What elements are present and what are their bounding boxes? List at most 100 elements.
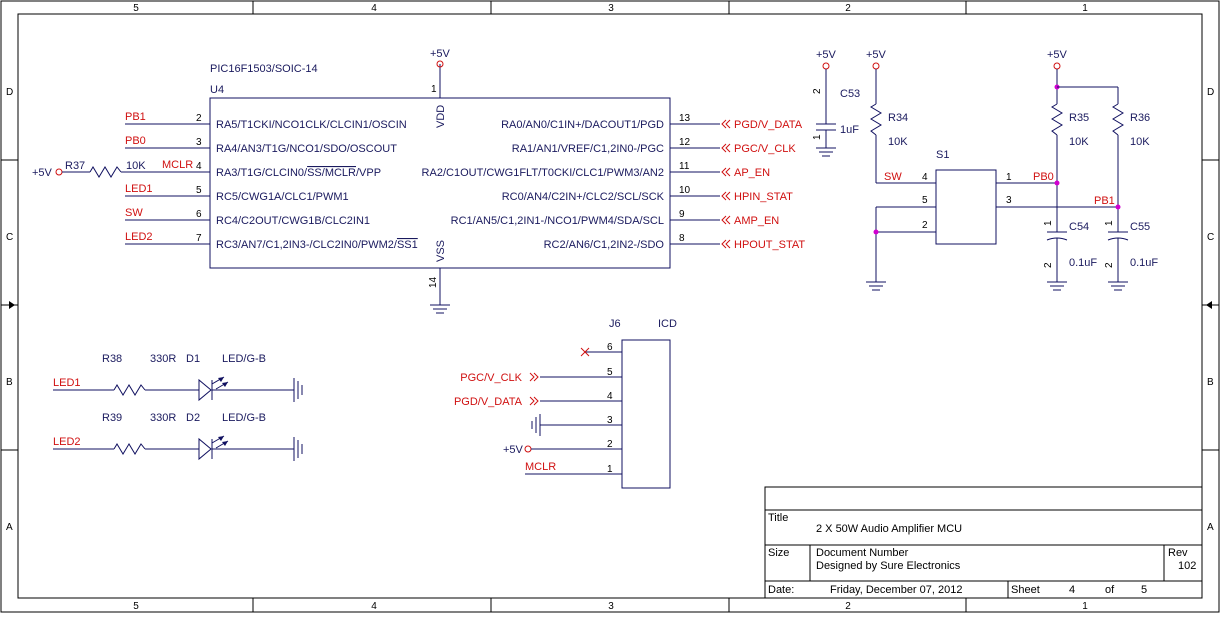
u4-pin-12-name: RA1/AN1/VREF/C1,2IN0-/PGC (512, 143, 664, 155)
net-label-mclr-left: MCLR (162, 159, 193, 171)
row-label-left-d: D (6, 87, 13, 98)
col-label-top-2: 2 (845, 3, 851, 14)
c53-ground-icon (816, 147, 836, 157)
u4-ref: U4 (210, 84, 224, 96)
pb0-junction-dot (1054, 180, 1060, 186)
u4-pin-3-name: RA4/AN3/T1G/NCO1/SDO/OSCOUT (216, 143, 397, 155)
s1-switch: S1 4 5 2 1 3 PB0 PB1 (866, 149, 1118, 291)
c55-pin-1: 1 (1104, 220, 1115, 226)
net-label-ap-en: AP_EN (734, 167, 770, 179)
r34-ref: R34 (888, 112, 908, 124)
r34-resistor: +5V R34 10K SW (866, 49, 936, 184)
u4-pin-13-number: 13 (679, 113, 691, 124)
s1-pin-3: 3 (1006, 195, 1012, 206)
row-label-right-b: B (1207, 377, 1214, 388)
u4-pin-2-name: RA5/T1CKI/NCO1CLK/CLCIN1/OSCIN (216, 119, 407, 131)
j6-net-mclr: MCLR (525, 461, 556, 473)
col-label-top-3: 3 (608, 3, 614, 14)
c54-pin-2: 2 (1043, 262, 1054, 268)
j6-power-symbol (524, 445, 532, 453)
u4-microcontroller: PIC16F1503/SOIC-14 U4 +5V 1 VDD 14 VSS P… (32, 48, 806, 314)
col-label-top-5: 5 (133, 3, 139, 14)
u4-vdd-label: VDD (435, 105, 447, 128)
date-value: Friday, December 07, 2012 (830, 584, 962, 596)
j6-net-pgc-v-clk: PGC/V_CLK (460, 372, 522, 384)
net-label-pgc-v-clk: PGC/V_CLK (734, 143, 796, 155)
u4-pin-11-name: RA2/C1OUT/CWG1FLT/T0CKI/CLC1/PWM3/AN2 (422, 167, 664, 179)
net-label-pb1-left: PB1 (125, 111, 146, 123)
c54-pin-1: 1 (1043, 220, 1054, 226)
rev-value: 102 (1178, 560, 1196, 572)
u4-vss-pin-number: 14 (428, 276, 439, 288)
row-labels: D C B A D C B A (6, 87, 1214, 533)
u4-pin-9-name: RC1/AN5/C1,2IN1-/NCO1/PWM4/SDA/SCL (451, 215, 664, 227)
c54-ref: C54 (1069, 221, 1089, 233)
u4-right-pins: 13 RA0/AN0/C1IN+/DACOUT1/PGD PGD/V_DATA … (422, 113, 806, 251)
u4-pin-4-name-overbar: SS/MCLR (307, 167, 356, 179)
u4-pin-7-number: 7 (196, 233, 202, 244)
c53-ref: C53 (840, 88, 860, 100)
j6-net-pgd-v-data: PGD/V_DATA (454, 396, 523, 408)
j6-pin-5: 5 (607, 367, 613, 378)
r37-resistor: +5V R37 10K (32, 160, 146, 179)
drawing-title: 2 X 50W Audio Amplifier MCU (816, 523, 962, 535)
col-label-top-4: 4 (371, 3, 377, 14)
u4-pin-13-name: RA0/AN0/C1IN+/DACOUT1/PGD (501, 119, 664, 131)
c55-pin-2: 2 (1104, 262, 1115, 268)
row-label-right-d: D (1207, 87, 1214, 98)
r35-value: 10K (1069, 136, 1089, 148)
date-label: Date: (768, 584, 794, 596)
u4-pin-6-number: 6 (196, 209, 202, 220)
col-label-bottom-2: 2 (845, 601, 851, 612)
u4-pin-6-name: RC4/C2OUT/CWG1B/CLC2IN1 (216, 215, 370, 227)
u4-body (209, 97, 671, 269)
d1-value: LED/G-B (222, 353, 266, 365)
row-label-right-c: C (1207, 232, 1214, 243)
led2-ground-icon (293, 437, 303, 461)
s1-body (935, 169, 997, 245)
c54-capacitor: 1 2 C54 0.1uF (1043, 220, 1097, 291)
column-labels: 5 4 3 2 1 5 4 3 2 1 (133, 3, 1088, 612)
u4-pin-5-number: 5 (196, 185, 202, 196)
u4-pin-7-name-overbar: SS1 (397, 239, 418, 251)
j6-icd-connector: J6 ICD 6 PGC/V_CLK 5 PGD/V_DATA 4 3 +5V (454, 318, 677, 489)
title-label: Title (768, 512, 788, 524)
net-label-led2-indicator: LED2 (53, 436, 81, 448)
j6-value: ICD (658, 318, 677, 330)
net-label-led1-indicator: LED1 (53, 377, 81, 389)
c55-value: 0.1uF (1130, 257, 1158, 269)
document-number-label: Document Number (816, 547, 909, 559)
u4-vss-label: VSS (435, 240, 447, 262)
u4-pin-4-number: 4 (196, 161, 202, 172)
net-label-led2-left: LED2 (125, 231, 153, 243)
r36-ref: R36 (1130, 112, 1150, 124)
led2-circuit: LED2 R39 330R D2 LED/G-B (53, 412, 303, 461)
col-label-top-1: 1 (1082, 3, 1088, 14)
u4-vdd-pin-number: 1 (431, 84, 437, 95)
r39-resistor (113, 443, 146, 455)
u4-pin-3-number: 3 (196, 137, 202, 148)
r34-power-symbol (872, 62, 880, 70)
net-label-pgd-v-data: PGD/V_DATA (734, 119, 803, 131)
title-block: Title 2 X 50W Audio Amplifier MCU Size D… (764, 486, 1203, 599)
s1-pin-1: 1 (1006, 172, 1012, 183)
r37-value: 10K (126, 160, 146, 172)
r37-ref: R37 (65, 160, 85, 172)
u4-vdd-supply: +5V (430, 48, 451, 60)
d2-value: LED/G-B (222, 412, 266, 424)
col-label-bottom-3: 3 (608, 601, 614, 612)
c53-supply: +5V (816, 49, 837, 61)
col-label-bottom-5: 5 (133, 601, 139, 612)
r37-supply: +5V (32, 167, 53, 179)
led1-circuit: LED1 R38 330R D1 LED/G-B (53, 353, 303, 402)
row-label-right-a: A (1207, 522, 1214, 533)
s1-pin-2: 2 (922, 220, 928, 231)
j6-pin-4: 4 (607, 391, 613, 402)
j6-ref: J6 (609, 318, 621, 330)
sheet-number: 4 (1069, 584, 1075, 596)
led1-ground-icon (293, 378, 303, 402)
c55-capacitor: 1 2 C55 0.1uF (1104, 220, 1158, 291)
